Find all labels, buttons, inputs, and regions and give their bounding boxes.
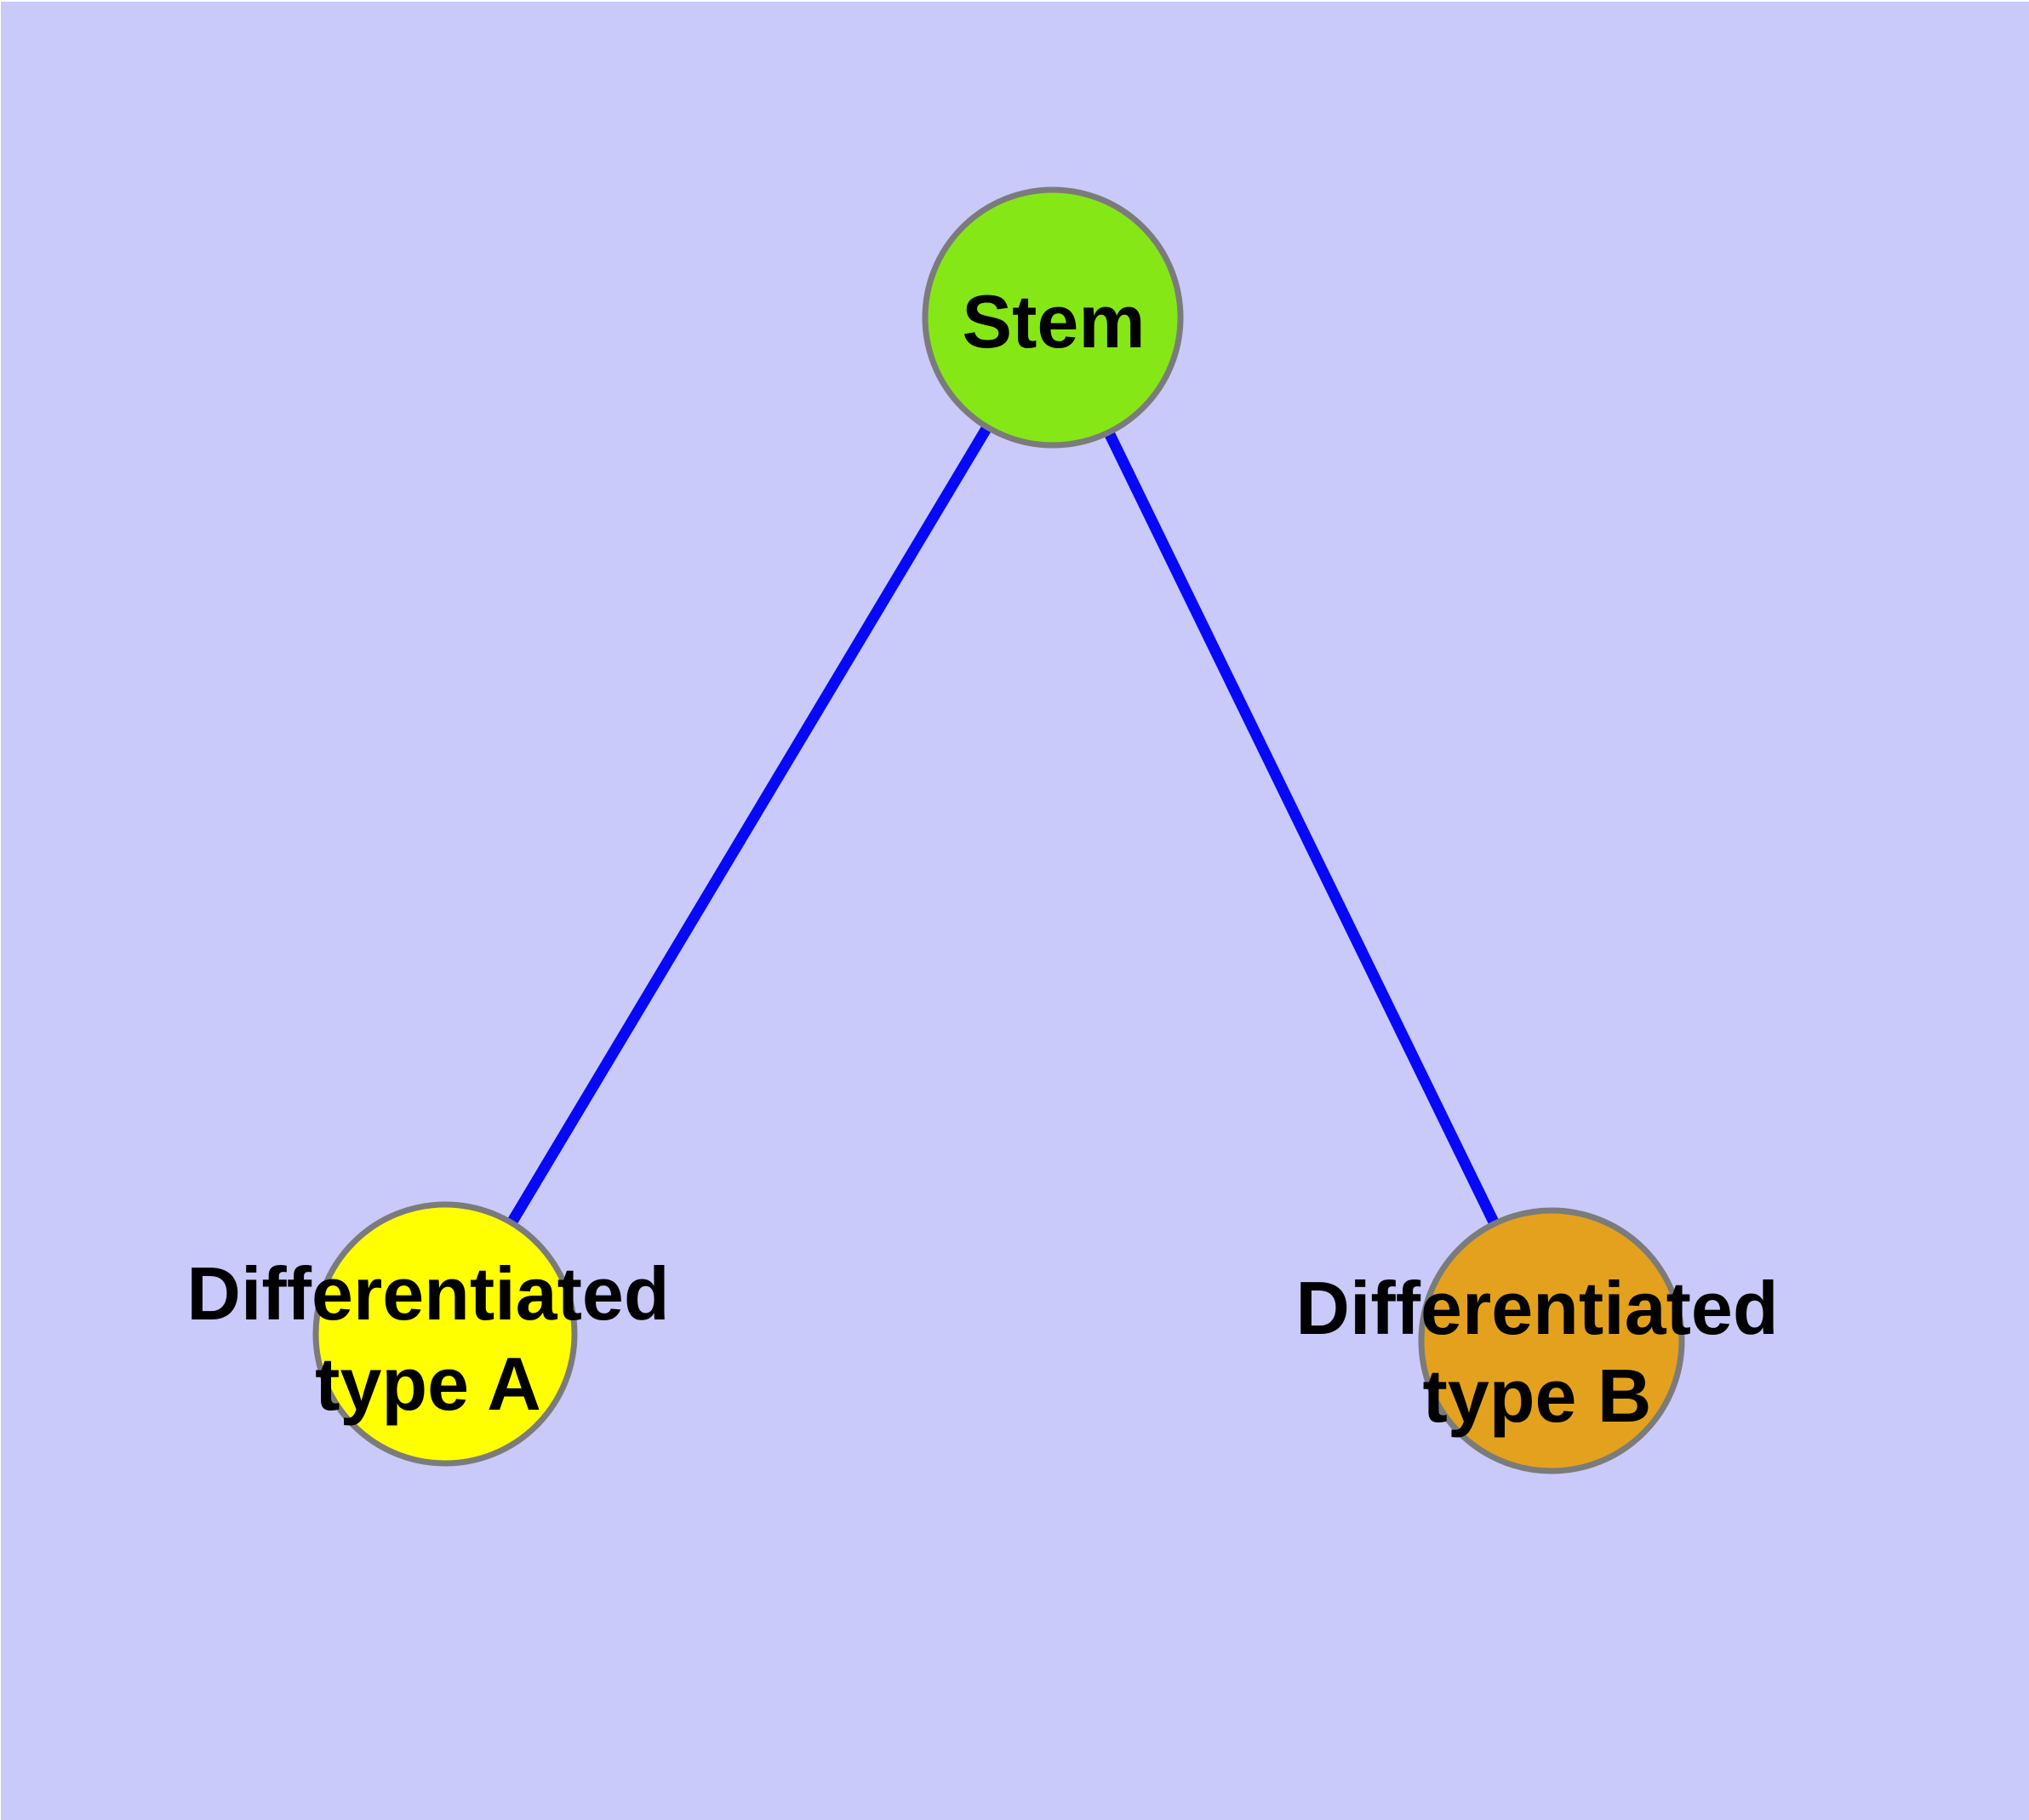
node-stem-label: Stem [962,279,1145,363]
node-differentiated-type-a-label-line1: Differentiated [186,1251,669,1336]
node-stem[interactable] [922,186,1184,449]
node-differentiated-type-a-label-line2: type A [315,1342,541,1426]
edge-stem-to-differentiated-b [1048,315,1557,1343]
node-differentiated-type-b-label-line1: Differentiated [1295,1266,1778,1350]
edge-stem-to-differentiated-a [440,314,1058,1337]
node-differentiated-type-a[interactable] [312,1201,578,1467]
node-differentiated-type-b[interactable] [1418,1207,1685,1474]
node-differentiated-type-b-label-line2: type B [1423,1354,1652,1438]
